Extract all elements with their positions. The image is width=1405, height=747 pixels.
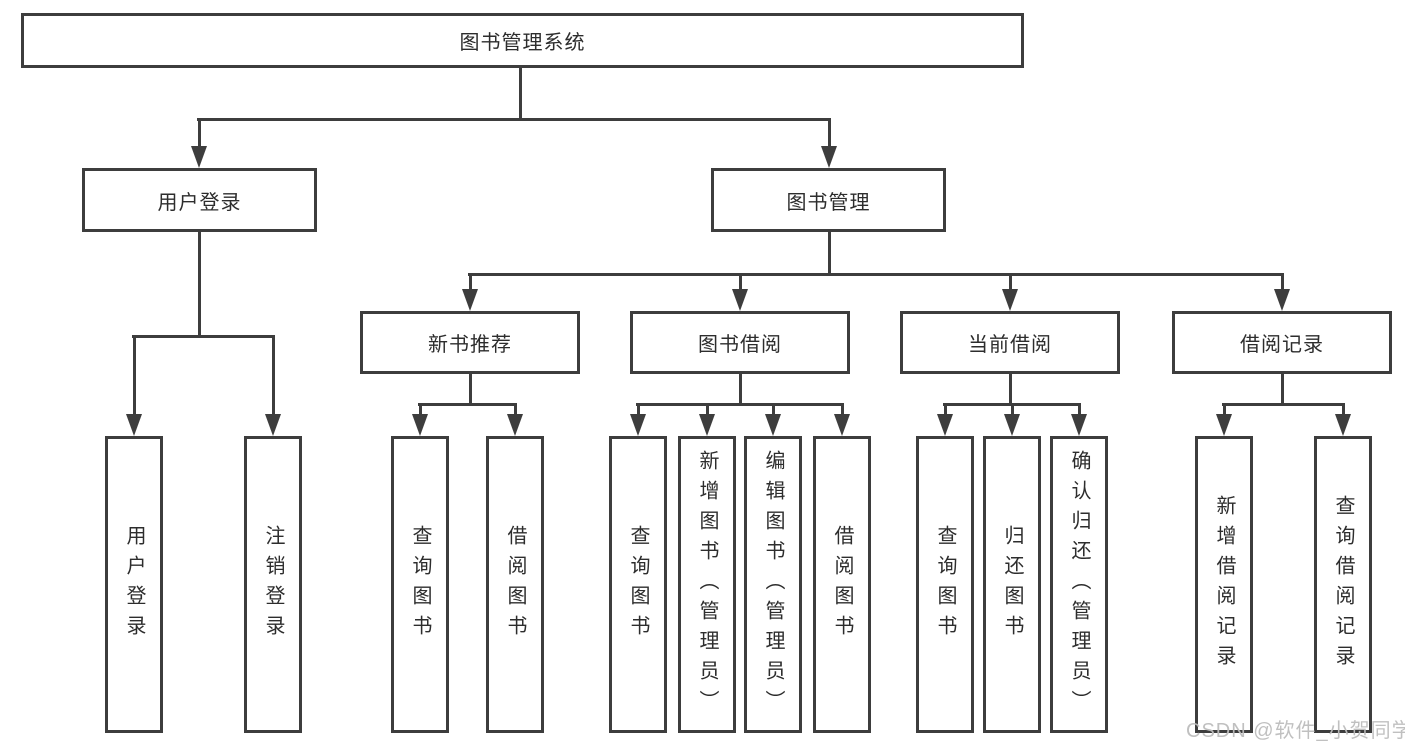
- connector-line: [514, 403, 517, 416]
- node-label: 图书借阅: [698, 334, 782, 356]
- arrow-down-icon: [507, 414, 523, 436]
- node-label: 查询借阅记录: [1332, 494, 1354, 675]
- connector-line: [272, 335, 275, 418]
- node-label: 注销登录: [262, 524, 284, 645]
- node-label: 新书推荐: [428, 334, 512, 356]
- leaf-borrow-books-recommend: 借阅图书: [486, 436, 544, 733]
- connector-line: [828, 232, 831, 273]
- node-book-management: 图书管理: [711, 168, 946, 232]
- node-label: 借阅图书: [504, 524, 526, 645]
- connector-line: [519, 68, 522, 118]
- node-label: 借阅记录: [1240, 334, 1324, 356]
- connector-line: [841, 403, 844, 416]
- connector-line: [943, 403, 1081, 406]
- arrow-down-icon: [821, 146, 837, 168]
- connector-line: [1078, 403, 1081, 416]
- connector-line: [1281, 374, 1284, 403]
- arrow-down-icon: [1274, 289, 1290, 311]
- arrow-down-icon: [412, 414, 428, 436]
- arrow-down-icon: [1071, 414, 1087, 436]
- arrow-down-icon: [1004, 414, 1020, 436]
- connector-line: [469, 374, 472, 403]
- connector-line: [469, 273, 472, 295]
- arrow-down-icon: [1002, 289, 1018, 311]
- leaf-user-login: 用户登录: [105, 436, 163, 733]
- arrow-down-icon: [1216, 414, 1232, 436]
- leaf-edit-book-admin: 编辑图书（管理员）: [744, 436, 802, 733]
- connector-line: [1009, 374, 1012, 403]
- arrow-down-icon: [699, 414, 715, 436]
- connector-line: [772, 403, 775, 416]
- node-label: 查询图书: [934, 524, 956, 645]
- leaf-query-books-current: 查询图书: [916, 436, 974, 733]
- node-label: 新增图书（管理员）: [696, 449, 718, 720]
- arrow-down-icon: [765, 414, 781, 436]
- node-borrowing-records: 借阅记录: [1172, 311, 1392, 374]
- node-label: 借阅图书: [831, 524, 853, 645]
- connector-line: [198, 232, 201, 335]
- connector-line: [944, 403, 947, 416]
- csdn-watermark: CSDN @软件_小贺同学: [1186, 720, 1405, 742]
- arrow-down-icon: [1335, 414, 1351, 436]
- arrow-down-icon: [191, 146, 207, 168]
- node-label: 查询图书: [409, 524, 431, 645]
- node-label: 用户登录: [157, 191, 242, 214]
- leaf-query-borrow-record: 查询借阅记录: [1314, 436, 1372, 733]
- arrow-down-icon: [937, 414, 953, 436]
- connector-line: [468, 273, 1284, 276]
- node-label: 确认归还（管理员）: [1068, 449, 1090, 720]
- leaf-add-borrow-record: 新增借阅记录: [1195, 436, 1253, 733]
- arrow-down-icon: [630, 414, 646, 436]
- node-label: 图书管理系统: [459, 32, 586, 54]
- arrow-down-icon: [265, 414, 281, 436]
- connector-line: [739, 374, 742, 403]
- connector-line: [706, 403, 709, 416]
- node-current-borrowing: 当前借阅: [900, 311, 1120, 374]
- connector-line: [133, 335, 136, 418]
- node-label: 编辑图书（管理员）: [762, 449, 784, 720]
- arrow-down-icon: [834, 414, 850, 436]
- leaf-query-books-borrowing: 查询图书: [609, 436, 667, 733]
- node-user-login: 用户登录: [82, 168, 317, 232]
- connector-line: [419, 403, 422, 416]
- node-label: 查询图书: [627, 524, 649, 645]
- node-book-borrowing: 图书借阅: [630, 311, 850, 374]
- connector-line: [198, 118, 201, 152]
- connector-line: [1222, 403, 1345, 406]
- arrow-down-icon: [462, 289, 478, 311]
- connector-line: [1009, 273, 1012, 295]
- node-label: 用户登录: [123, 524, 145, 645]
- leaf-logout: 注销登录: [244, 436, 302, 733]
- leaf-borrow-books-borrowing: 借阅图书: [813, 436, 871, 733]
- arrow-down-icon: [126, 414, 142, 436]
- node-label: 归还图书: [1001, 524, 1023, 645]
- node-new-book-recommend: 新书推荐: [360, 311, 580, 374]
- leaf-query-books-recommend: 查询图书: [391, 436, 449, 733]
- node-label: 新增借阅记录: [1213, 494, 1235, 675]
- connector-line: [637, 403, 640, 416]
- connector-line: [1011, 403, 1014, 416]
- connector-line: [636, 403, 844, 406]
- leaf-confirm-return-admin: 确认归还（管理员）: [1050, 436, 1108, 733]
- node-label: 图书管理: [786, 191, 871, 214]
- connector-line: [197, 118, 831, 121]
- connector-line: [1281, 273, 1284, 295]
- leaf-return-books: 归还图书: [983, 436, 1041, 733]
- connector-line: [739, 273, 742, 295]
- connector-line: [418, 403, 517, 406]
- connector-line: [828, 118, 831, 152]
- leaf-add-book-admin: 新增图书（管理员）: [678, 436, 736, 733]
- connector-line: [1223, 403, 1226, 416]
- node-label: 当前借阅: [968, 334, 1052, 356]
- connector-line: [1342, 403, 1345, 416]
- node-library-management-system: 图书管理系统: [21, 13, 1024, 68]
- arrow-down-icon: [732, 289, 748, 311]
- connector-line: [132, 335, 275, 338]
